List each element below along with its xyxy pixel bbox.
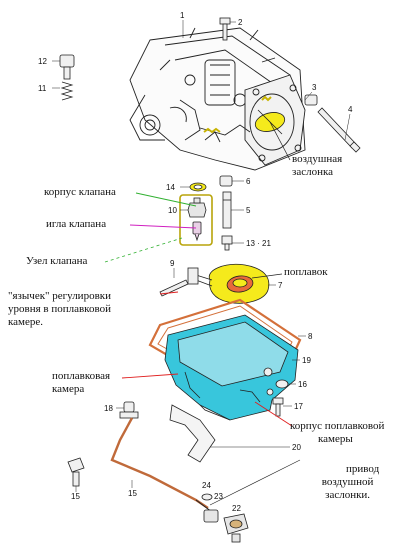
part-number-11: 11 [38,84,47,93]
washer-24 [201,493,213,501]
spring-11 [60,81,74,101]
plug-22 [223,513,249,543]
float [187,263,270,304]
part-number-3: 3 [312,83,317,92]
label-valve-needle: игла клапана [46,218,107,230]
valve-body [187,197,207,218]
jet-13 [221,235,233,251]
label-float-chamber: поплавковая камера [52,370,111,395]
nut-23 [203,509,219,523]
part-number-17: 17 [294,402,303,411]
screw-4 [317,107,361,153]
part-number-16: 16 [298,380,307,389]
bolt-15 [67,457,85,487]
part-number-20: 20 [292,443,301,452]
pin-9 [159,279,189,297]
part-number-4: 4 [348,105,353,114]
nut-16 [275,379,289,389]
part-number-19: 19 [302,356,311,365]
label-valve-body: корпус клапана [44,186,116,198]
tube-5 [222,191,232,229]
part-number-1: 1 [180,11,185,20]
part-number-23: 23 [214,492,223,501]
bracket-20 [169,404,216,463]
label-float-chamber-body: корпус поплавковой камеры [290,420,385,445]
label-float: поплавок [284,266,328,278]
part-number-22: 22 [232,504,241,513]
part-number-18: 18 [104,404,113,413]
valve-assembly-box [179,194,213,246]
part-number-7: 7 [278,281,283,290]
part-number-15a: 15 [71,492,80,501]
jet-6 [219,175,233,187]
part-number-13-21: 13 · 21 [246,239,271,248]
nut-3 [304,94,318,106]
float-chamber [164,314,299,421]
screw-2 [219,17,231,41]
label-adjustment-tab: "язычек" регулировки уровня в поплавково… [8,290,111,328]
carburetor-body [129,27,306,171]
part-number-8: 8 [308,332,313,341]
part-number-14: 14 [166,183,175,192]
bolt-17 [272,397,284,417]
part-number-2: 2 [238,18,243,27]
label-air-damper: воздушная заслонка [292,153,343,178]
part-number-12: 12 [38,57,47,66]
part-number-6: 6 [246,177,251,186]
valve-needle [192,221,202,242]
label-choke-drive: привод воздушной заслонки. [321,463,380,501]
part-number-9: 9 [170,259,175,268]
label-valve-assembly: Узел клапана [26,255,88,267]
part-number-24: 24 [202,481,211,490]
washer-14 [189,182,207,192]
part-number-5: 5 [246,206,251,215]
part-number-10: 10 [168,206,177,215]
screw-18 [119,401,139,419]
part-number-15b: 15 [128,489,137,498]
fitting-12 [59,54,75,80]
